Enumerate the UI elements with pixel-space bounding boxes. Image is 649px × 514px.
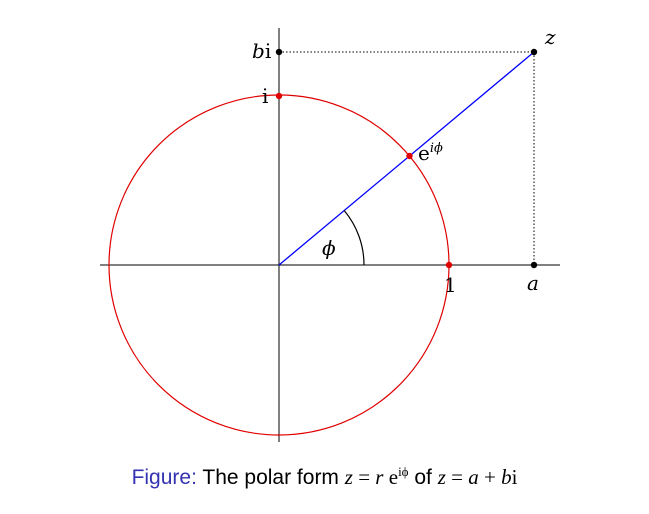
caption-exp: iϕ [398,464,409,479]
label-i: i [262,84,268,108]
label-z: z [544,25,556,49]
caption-prefix: Figure: [131,466,197,489]
label-e-i-phi: eiϕ [418,141,443,165]
label-bi-i: i [265,39,271,63]
label-one: 1 [444,273,457,297]
caption-e: e [383,465,399,489]
label-phi: ϕ [322,236,336,260]
caption-plus: + [478,465,502,489]
caption-eq2: = [445,465,469,489]
caption-text-1: The polar form [196,466,345,489]
caption-a: a [468,465,479,489]
label-a: a [527,271,539,295]
caption-i: i [511,465,518,489]
caption-z1: z [344,465,353,489]
caption-z2: z [437,465,446,489]
point-one [445,261,453,269]
caption-r: r [375,465,384,489]
label-e-exp: iϕ [430,141,443,156]
label-bi: bi [252,39,271,63]
ray-to-z [278,51,535,266]
point-bi [275,48,283,56]
label-e-base: e [418,141,430,165]
caption-b: b [501,465,512,489]
angle-arc-phi [343,210,365,266]
caption-text-2: of [408,466,438,489]
figure-caption: Figure: The polar form z = r eiϕ of z = … [0,464,649,490]
point-a [530,261,538,269]
point-e-i-phi [406,152,413,160]
label-bi-b: b [252,39,265,63]
caption-eq1: = [352,465,376,489]
point-i [275,92,283,100]
point-z [530,48,538,56]
